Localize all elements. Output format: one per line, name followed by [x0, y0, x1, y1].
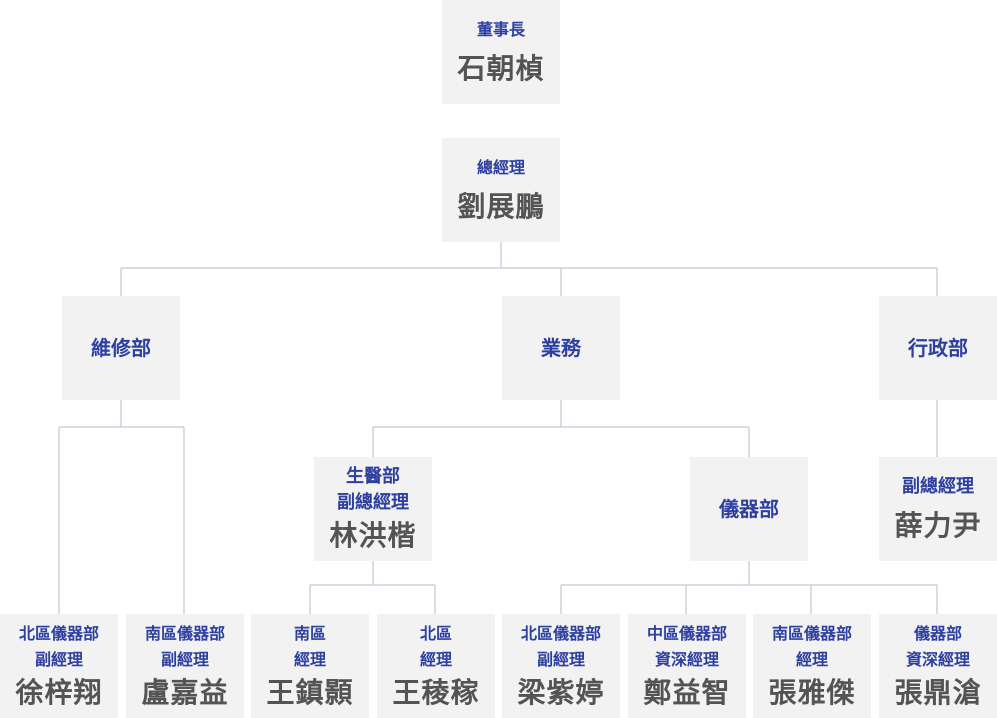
instruments-department-title: 儀器部 [719, 497, 779, 521]
staff-name: 張雅傑 [768, 676, 856, 709]
maintenance-department-box: 維修部 [62, 296, 180, 400]
general-manager-name: 劉展鵬 [457, 190, 545, 223]
staff-title: 南區儀器部 經理 [771, 624, 852, 669]
connector-maintenance-to-staff [58, 400, 185, 614]
admin-department-box: 行政部 [879, 296, 997, 400]
admin-department-title: 行政部 [908, 336, 968, 360]
staff-box: 中區儀器部 資深經理 鄭益智 [628, 614, 746, 718]
staff-title: 北區儀器部 副經理 [520, 624, 601, 669]
staff-box: 儀器部 資深經理 張鼎滄 [879, 614, 997, 718]
biomedical-vp-box: 生醫部 副總經理 林洪楷 [314, 457, 432, 561]
sales-department-box: 業務 [502, 296, 620, 400]
staff-box: 南區儀器部 副經理 盧嘉益 [126, 614, 244, 718]
staff-box: 南區 經理 王鎮顥 [251, 614, 369, 718]
general-manager-title: 總經理 [476, 158, 525, 177]
general-manager-box: 總經理 劉展鵬 [442, 138, 560, 242]
staff-box: 北區 經理 王稜稼 [377, 614, 495, 718]
maintenance-department-title: 維修部 [91, 336, 151, 360]
biomedical-vp-title: 生醫部 副總經理 [337, 466, 409, 513]
staff-title: 北區 經理 [419, 624, 452, 669]
staff-box: 北區儀器部 副經理 梁紫婷 [502, 614, 620, 718]
staff-name: 盧嘉益 [141, 676, 229, 709]
chairman-name: 石朝楨 [457, 52, 545, 85]
connector-biomedical-to-staff [309, 561, 436, 614]
staff-name: 徐梓翔 [15, 676, 103, 709]
staff-name: 梁紫婷 [517, 676, 605, 709]
staff-name: 王稜稼 [392, 676, 480, 709]
chairman-title: 董事長 [476, 20, 525, 39]
staff-name: 張鼎滄 [894, 676, 982, 709]
staff-name: 鄭益智 [643, 676, 731, 709]
staff-title: 中區儀器部 資深經理 [646, 624, 727, 669]
staff-title: 南區 經理 [293, 624, 326, 669]
sales-department-title: 業務 [541, 336, 581, 360]
chairman-box: 董事長 石朝楨 [442, 0, 560, 104]
staff-box: 南區儀器部 經理 張雅傑 [753, 614, 871, 718]
biomedical-vp-name: 林洪楷 [329, 519, 417, 552]
connector-sales-to-subdepts [372, 400, 750, 457]
staff-title: 儀器部 資深經理 [905, 624, 970, 669]
staff-box: 北區儀器部 副經理 徐梓翔 [0, 614, 118, 718]
admin-vp-title: 副總經理 [902, 476, 974, 497]
admin-vp-name: 薛力尹 [894, 509, 982, 542]
instruments-department-box: 儀器部 [690, 457, 808, 561]
connector-gm-to-departments [120, 242, 938, 296]
staff-name: 王鎮顥 [266, 676, 354, 709]
staff-title: 南區儀器部 副經理 [144, 624, 225, 669]
connector-instruments-to-staff [560, 561, 938, 614]
admin-vp-box: 副總經理 薛力尹 [879, 457, 997, 561]
staff-title: 北區儀器部 副經理 [18, 624, 99, 669]
